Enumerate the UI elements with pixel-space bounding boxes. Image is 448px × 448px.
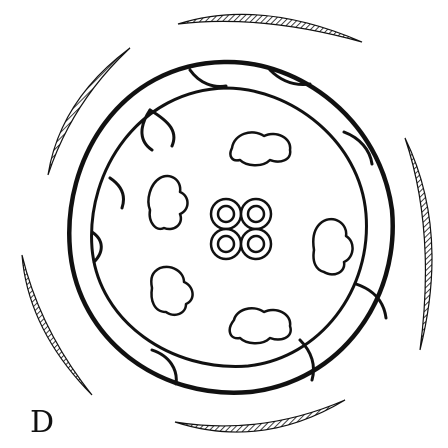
- bract-lower-left: [22, 255, 92, 395]
- locule-top-left: [211, 199, 241, 229]
- stamen-left-lower: [151, 267, 192, 315]
- locule-top-right: [241, 199, 271, 229]
- panel-label: D: [30, 408, 54, 438]
- stamen-left-upper: [148, 176, 187, 229]
- bract-right: [405, 138, 432, 350]
- ovary: [211, 199, 271, 259]
- stamen-right: [313, 219, 352, 274]
- bract-bottom: [175, 400, 345, 432]
- locule-bottom-left: [211, 229, 241, 259]
- locule-bottom-right: [241, 229, 271, 259]
- bract-upper-left: [48, 48, 130, 175]
- stamen-bottom: [230, 308, 291, 343]
- bract-top: [178, 14, 362, 42]
- stamen-top: [230, 132, 290, 165]
